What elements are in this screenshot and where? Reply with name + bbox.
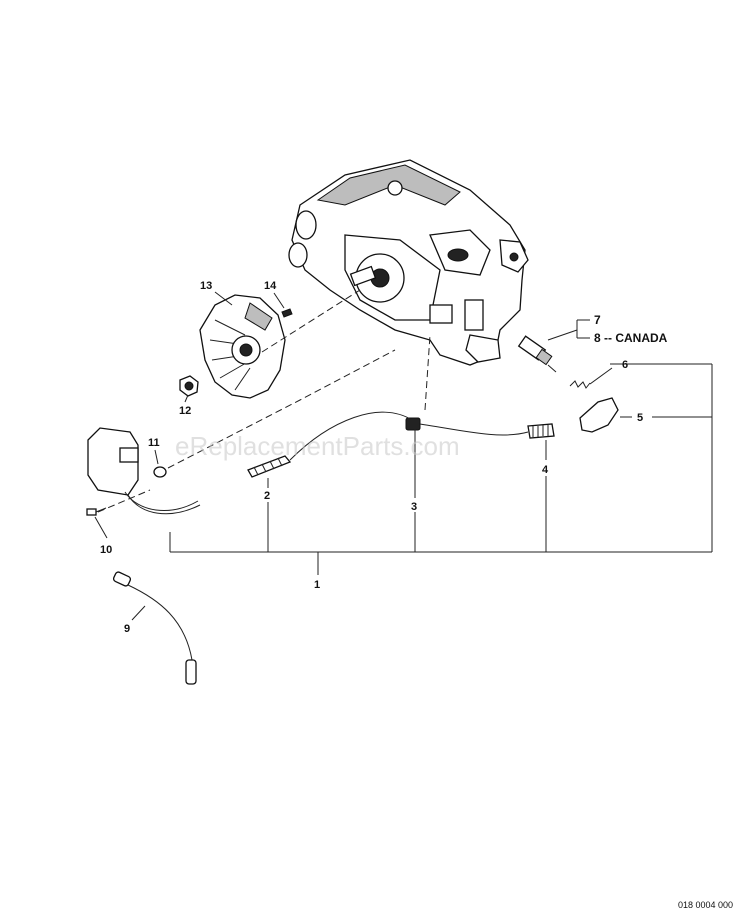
callout-9: 9 bbox=[124, 623, 130, 635]
callout-6: 6 bbox=[622, 359, 628, 371]
washer bbox=[153, 466, 167, 478]
boot-spring bbox=[569, 380, 591, 389]
grommet bbox=[405, 417, 421, 431]
callout-1: 1 bbox=[314, 579, 320, 591]
reference-code: 018 0004 000 bbox=[678, 900, 733, 910]
wire-tube bbox=[527, 423, 555, 439]
high-tension-cord-upper bbox=[289, 411, 413, 461]
callout-11: 11 bbox=[148, 437, 160, 449]
callout-14: 14 bbox=[264, 280, 277, 292]
watermark: eReplacementParts.com bbox=[175, 431, 460, 461]
flywheel-key bbox=[281, 308, 293, 318]
callout-5: 5 bbox=[637, 412, 643, 424]
leader-lines bbox=[94, 291, 713, 621]
wire-guide-spring bbox=[247, 455, 292, 478]
callout-12: 12 bbox=[179, 405, 191, 417]
crankcase-housing bbox=[288, 159, 529, 366]
plug-boot bbox=[579, 397, 619, 433]
high-tension-cord bbox=[419, 423, 529, 436]
callout-8-canada: 8 -- CANADA bbox=[594, 331, 668, 345]
callout-3: 3 bbox=[411, 501, 417, 513]
callout-7: 7 bbox=[594, 313, 601, 327]
ignition-coil bbox=[87, 427, 201, 515]
callout-10: 10 bbox=[100, 544, 112, 556]
ignition-bolt bbox=[86, 507, 107, 516]
callout-4: 4 bbox=[542, 464, 549, 476]
ground-wire bbox=[112, 571, 197, 685]
flywheel bbox=[199, 294, 286, 399]
callout-13: 13 bbox=[200, 280, 212, 292]
spark-plug bbox=[517, 335, 557, 373]
callout-2: 2 bbox=[264, 490, 270, 502]
flywheel-nut bbox=[179, 375, 199, 397]
assembly-lines bbox=[97, 289, 431, 513]
